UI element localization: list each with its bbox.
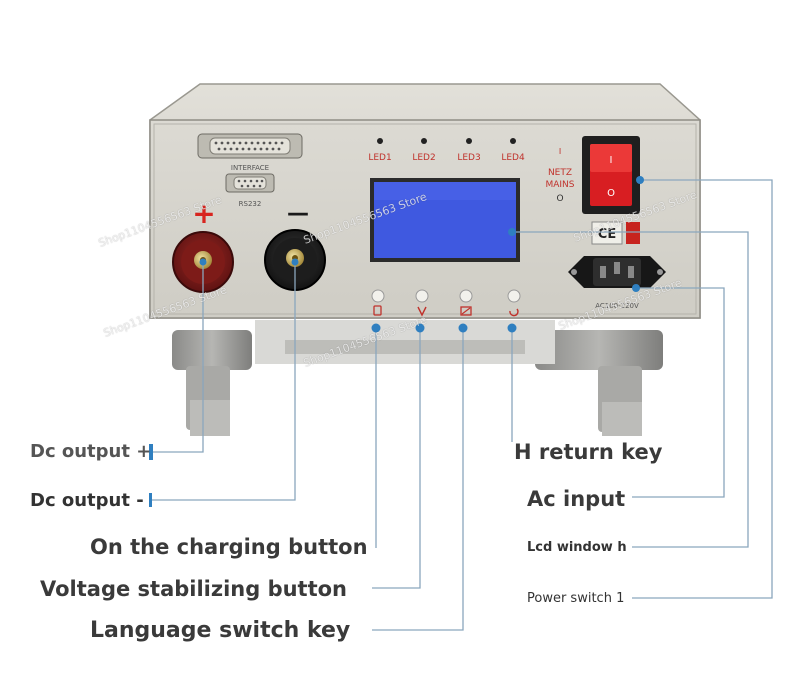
power-switch[interactable] <box>582 136 640 214</box>
label-dc-output-plus: Dc output + <box>30 441 152 462</box>
lcd-window <box>370 178 520 262</box>
led1-label: LED1 <box>368 153 391 163</box>
label-charging-button: On the charging button <box>90 535 368 559</box>
label-ac-input: Ac input <box>527 487 626 511</box>
rs232-label: RS232 <box>239 200 262 208</box>
led-indicators <box>377 138 516 144</box>
netz-line4: O <box>556 194 563 204</box>
led3-label: LED3 <box>457 153 480 163</box>
ce-mark: CE <box>598 227 616 242</box>
battery-icon <box>373 305 382 316</box>
switch-on-mark: I <box>610 155 613 166</box>
button-icons <box>373 305 519 317</box>
label-return-key: H return key <box>514 440 663 464</box>
return-icon <box>509 308 519 317</box>
leader-dots <box>199 176 644 333</box>
label-lcd-window: Lcd window h <box>527 540 627 555</box>
voltage-icon <box>417 306 427 317</box>
led4-label: LED4 <box>501 153 525 163</box>
plus-symbol: + <box>192 197 215 230</box>
stand-left <box>172 330 252 436</box>
weee-mark <box>626 222 640 244</box>
netz-line3: MAINS <box>545 180 574 190</box>
charging-button[interactable] <box>371 289 385 303</box>
switch-off-mark: O <box>607 188 615 199</box>
db9-connector <box>225 173 275 193</box>
ac-rating: AC100-220V <box>595 302 639 310</box>
label-power-switch: Power switch 1 <box>527 591 625 606</box>
minus-symbol: — <box>287 201 309 226</box>
netz-line2: NETZ <box>548 168 572 178</box>
interface-label: INTERFACE <box>231 164 269 172</box>
ac-input-socket[interactable] <box>568 256 666 288</box>
front-buttons <box>371 289 521 303</box>
language-switch-button[interactable] <box>459 289 473 303</box>
led2-label: LED2 <box>412 153 435 163</box>
language-icon <box>460 306 472 316</box>
label-voltage-stabilizing-button: Voltage stabilizing button <box>40 577 348 601</box>
return-button[interactable] <box>507 289 521 303</box>
db25-connector <box>197 133 303 159</box>
netz-line1: I <box>559 147 561 156</box>
label-language-switch-key: Language switch key <box>90 618 351 643</box>
stand-right <box>535 330 663 436</box>
leader-lines <box>152 179 773 631</box>
label-dc-output-minus: Dc output - <box>30 490 144 511</box>
voltage-stabilizing-button[interactable] <box>415 289 429 303</box>
